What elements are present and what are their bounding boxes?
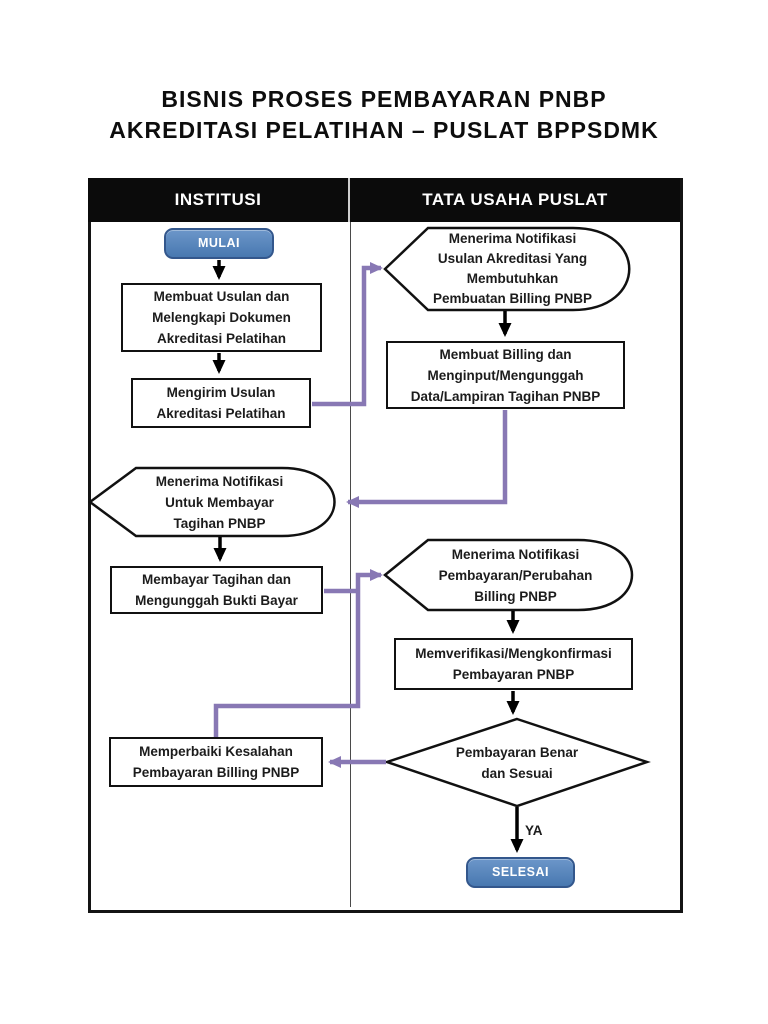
display-label-line: Tagihan PNBP [173, 515, 266, 531]
process-label-line: Pembayaran PNBP [452, 667, 575, 682]
branch-label-ya: YA [525, 823, 543, 838]
process-membuat-billing: Membuat Billing dan Menginput/Mengunggah… [386, 341, 625, 409]
terminator-mulai-label: MULAI [197, 236, 241, 250]
process-membayar: Membayar Tagihan dan Mengunggah Bukti Ba… [110, 566, 323, 614]
process-memverifikasi: Memverifikasi/Mengkonfirmasi Pembayaran … [394, 638, 633, 690]
terminator-mulai: MULAI [164, 228, 274, 259]
lane-header-institusi: INSTITUSI [88, 178, 350, 222]
title-line-1: BISNIS PROSES PEMBAYARAN PNBP [161, 86, 607, 112]
display-label-line: Billing PNBP [474, 588, 557, 604]
process-label-line: Menginput/Mengunggah [427, 367, 584, 383]
decision-diamond-pembayaran-benar [383, 717, 651, 808]
display-notif-usulan-label: Menerima Notifikasi Usulan Akreditasi Ya… [405, 229, 620, 309]
display-label-line: Menerima Notifikasi [448, 231, 577, 246]
process-mengirim-usulan: Mengirim Usulan Akreditasi Pelatihan [131, 378, 311, 428]
lane-header-tata-usaha: TATA USAHA PUSLAT [350, 178, 680, 222]
process-label-line: Melengkapi Dokumen [152, 310, 291, 325]
page-title: BISNIS PROSES PEMBAYARAN PNBP AKREDITASI… [0, 84, 768, 146]
connector-membuat-billing-to-notif-bayar [346, 410, 508, 508]
display-label-line: Untuk Membayar [165, 494, 274, 510]
decision-keputusan-label: Pembayaran Benar dan Sesuai [427, 741, 607, 785]
display-shape-notif-pembayaran [383, 538, 634, 612]
terminator-selesai-label: SELESAI [492, 865, 549, 879]
process-label-line: Membuat Billing dan [439, 346, 572, 362]
process-label-line: Mengunggah Bukti Bayar [135, 593, 298, 608]
display-label-line: Membutuhkan [466, 271, 559, 286]
terminator-selesai: SELESAI [466, 857, 575, 888]
process-memperbaiki: Memperbaiki Kesalahan Pembayaran Billing… [109, 737, 323, 787]
process-membuat-usulan: Membuat Usulan dan Melengkapi Dokumen Ak… [121, 283, 322, 352]
display-notif-pembayaran-label: Menerima Notifikasi Pembayaran/Perubahan… [408, 542, 623, 608]
connector-mengirim-to-notif-usulan [312, 262, 383, 407]
process-label-line: Mengirim Usulan [166, 385, 276, 400]
decision-label-line: dan Sesuai [481, 766, 553, 781]
decision-label-line: Pembayaran Benar [455, 745, 579, 760]
process-label-line: Data/Lampiran Tagihan PNBP [410, 388, 601, 404]
title-line-2: AKREDITASI PELATIHAN – PUSLAT BPPSDMK [109, 117, 659, 143]
process-label-line: Akreditasi Pelatihan [156, 406, 286, 421]
connector-memperbaiki-to-notif-pembayaran [213, 569, 383, 737]
display-shape-notif-bayar [87, 466, 336, 538]
process-label-line: Memverifikasi/Mengkonfirmasi [415, 646, 612, 661]
process-label-line: Membuat Usulan dan [153, 289, 290, 304]
process-label-line: Memperbaiki Kesalahan [139, 744, 293, 759]
display-label-line: Pembuatan Billing PNBP [432, 291, 593, 306]
lane-header-institusi-label: INSTITUSI [174, 190, 262, 209]
process-label-line: Akreditasi Pelatihan [156, 331, 287, 346]
lane-divider [350, 222, 351, 907]
lane-header-tata-usaha-label: TATA USAHA PUSLAT [422, 190, 608, 209]
display-label-line: Pembayaran/Perubahan [438, 567, 593, 583]
display-notif-bayar-label: Menerima Notifikasi Untuk Membayar Tagih… [112, 468, 327, 536]
display-label-line: Menerima Notifikasi [155, 473, 284, 489]
process-label-line: Membayar Tagihan dan [141, 572, 292, 587]
display-label-line: Menerima Notifikasi [451, 546, 580, 562]
display-label-line: Usulan Akreditasi Yang [437, 251, 588, 266]
display-shape-notif-usulan [383, 226, 631, 312]
process-label-line: Pembayaran Billing PNBP [132, 765, 300, 780]
